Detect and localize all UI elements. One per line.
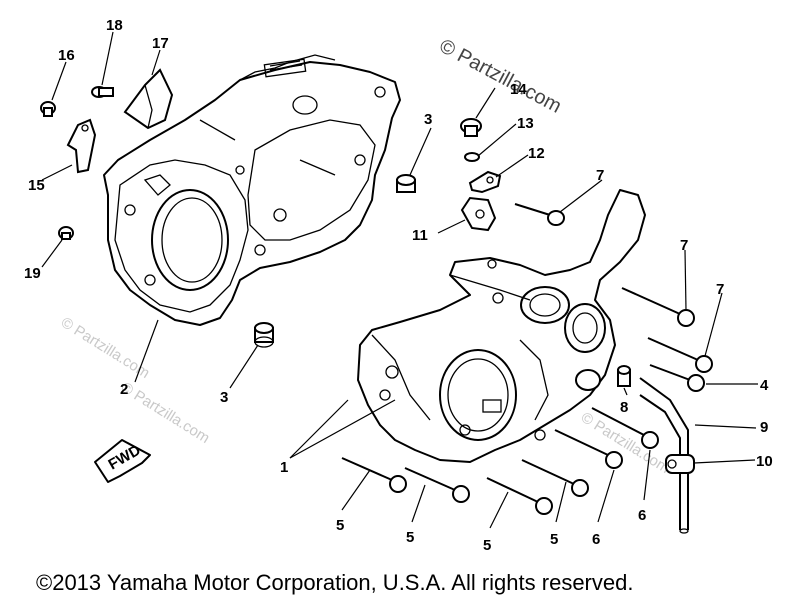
- callout-11: 11: [412, 227, 428, 244]
- fwd-arrow-icon: FWD: [94, 439, 151, 483]
- callout-numbers: 16 18 17 15 19 3 2 3 14 13 12 11 7 7 7 4…: [24, 17, 773, 554]
- bolt-part-16: [40, 101, 56, 117]
- callout-16: 16: [58, 47, 75, 64]
- callout-2: 2: [120, 381, 128, 398]
- dowel-part-3-upper: [396, 174, 416, 193]
- plug-part-14: [460, 118, 482, 137]
- callout-12: 12: [528, 145, 545, 162]
- callout-3-lower: 3: [220, 389, 228, 406]
- dowel-part-3-lower: [254, 322, 274, 348]
- callout-8: 8: [620, 399, 628, 416]
- callout-5-c: 5: [483, 537, 491, 554]
- bolt-part-7-c: [647, 337, 713, 373]
- callout-6-b: 6: [638, 507, 646, 524]
- callout-18: 18: [106, 17, 123, 34]
- bolt-part-4: [649, 364, 705, 392]
- fwd-label: FWD: [106, 442, 144, 474]
- clamp-part-12: [468, 170, 502, 194]
- dowel-part-8: [617, 365, 631, 387]
- washer-part-13: [464, 152, 480, 162]
- callout-7-b: 7: [680, 237, 688, 254]
- copyright-notice: ©2013 Yamaha Motor Corporation, U.S.A. A…: [36, 570, 634, 595]
- bolt-part-7-a: [514, 203, 565, 226]
- callout-9: 9: [760, 419, 768, 436]
- callout-10: 10: [756, 453, 773, 470]
- left-crankcase: [103, 54, 401, 326]
- plug-part-19: [58, 226, 74, 240]
- clamp-part-11: [460, 196, 497, 232]
- bolt-part-5-d: [521, 459, 589, 497]
- callout-17: 17: [152, 35, 169, 52]
- callout-1: 1: [280, 459, 288, 476]
- callout-7-c: 7: [716, 281, 724, 298]
- leader-lines: [41, 31, 758, 529]
- bolt-part-6-b: [554, 429, 623, 469]
- right-crankcase: [357, 189, 646, 463]
- callout-6-a: 6: [592, 531, 600, 548]
- clamp-part-10: [665, 454, 695, 474]
- callout-14: 14: [510, 81, 527, 98]
- callout-5-b: 5: [406, 529, 414, 546]
- bolt-part-6-a: [591, 407, 659, 449]
- watermark-top: © Partzilla.com: [436, 35, 565, 118]
- callout-3-upper: 3: [424, 111, 432, 128]
- hose-part-9: [639, 377, 689, 534]
- bolt-part-7-b: [621, 287, 695, 327]
- clip-part-15: [66, 118, 97, 174]
- bolt-part-5-a: [341, 457, 407, 493]
- bolt-part-5-c: [486, 477, 553, 515]
- callout-7-a: 7: [596, 167, 604, 184]
- callout-4: 4: [760, 377, 769, 394]
- bracket-part-17: [123, 68, 174, 130]
- callout-5-a: 5: [336, 517, 344, 534]
- watermark-left-2: © Partzilla.com: [118, 379, 213, 447]
- callout-5-d: 5: [550, 531, 558, 548]
- callout-19: 19: [24, 265, 41, 282]
- callout-13: 13: [517, 115, 534, 132]
- bolt-part-18: [91, 86, 114, 98]
- callout-15: 15: [28, 177, 45, 194]
- bolt-part-5-b: [404, 467, 470, 503]
